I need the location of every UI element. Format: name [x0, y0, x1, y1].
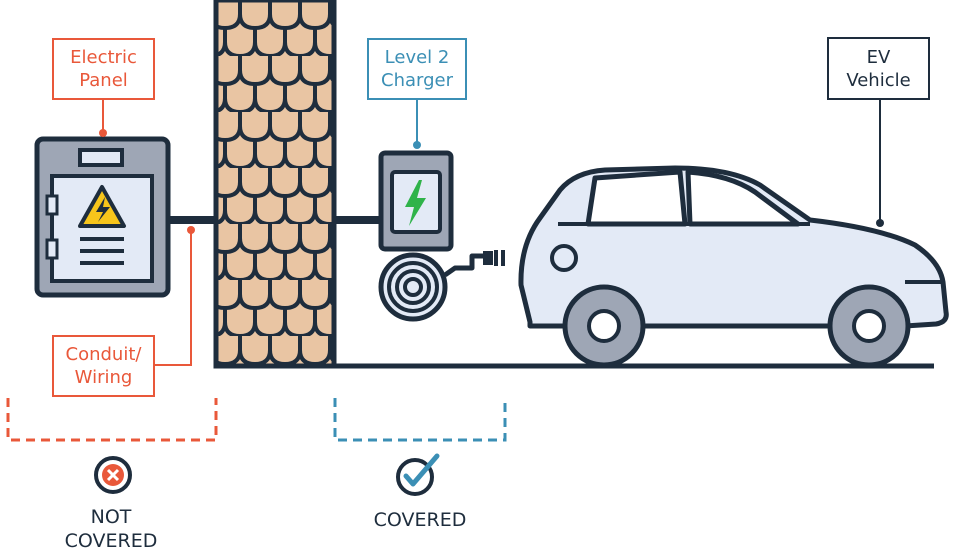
charger-label-line-1: Level 2: [384, 47, 450, 68]
electric-panel-label-line-1: Electric: [70, 47, 137, 68]
conduit-label-connector: [155, 232, 192, 366]
check-circle-icon: [396, 453, 440, 496]
ev-car: [518, 165, 949, 368]
charger-label-line-2: Charger: [381, 70, 453, 91]
not-covered-line-2: COVERED: [64, 530, 158, 552]
covered-bracket: [333, 398, 507, 442]
conduit-label-line-1: Conduit/: [65, 344, 142, 365]
covered-status: COVERED: [340, 508, 500, 532]
level-2-charger: [378, 150, 454, 252]
ev-vehicle-label-line-1: EV: [866, 46, 891, 68]
covered-line-1: COVERED: [373, 509, 467, 531]
high-voltage-warning-icon: [78, 185, 126, 228]
brick-wall: [213, 0, 337, 369]
ev-vehicle-label: EV Vehicle: [827, 37, 930, 100]
charger-label: Level 2 Charger: [367, 38, 467, 100]
conduit-wiring-label: Conduit/ Wiring: [52, 335, 155, 397]
not-covered-line-1: NOT: [90, 506, 132, 528]
x-circle-icon: [94, 456, 132, 494]
ev-vehicle-label-line-2: Vehicle: [846, 69, 911, 91]
lightning-bolt-icon: [405, 180, 426, 226]
front-wheel: [827, 284, 911, 368]
not-covered-bracket: [6, 398, 218, 442]
cable-coil: [378, 250, 505, 322]
electric-panel: [34, 136, 171, 298]
electric-panel-label: Electric Panel: [52, 38, 155, 100]
rear-wheel: [562, 284, 646, 368]
conduit-label-line-2: Wiring: [74, 367, 133, 388]
not-covered-status: NOT COVERED: [36, 505, 186, 553]
electric-panel-label-line-2: Panel: [79, 70, 128, 91]
